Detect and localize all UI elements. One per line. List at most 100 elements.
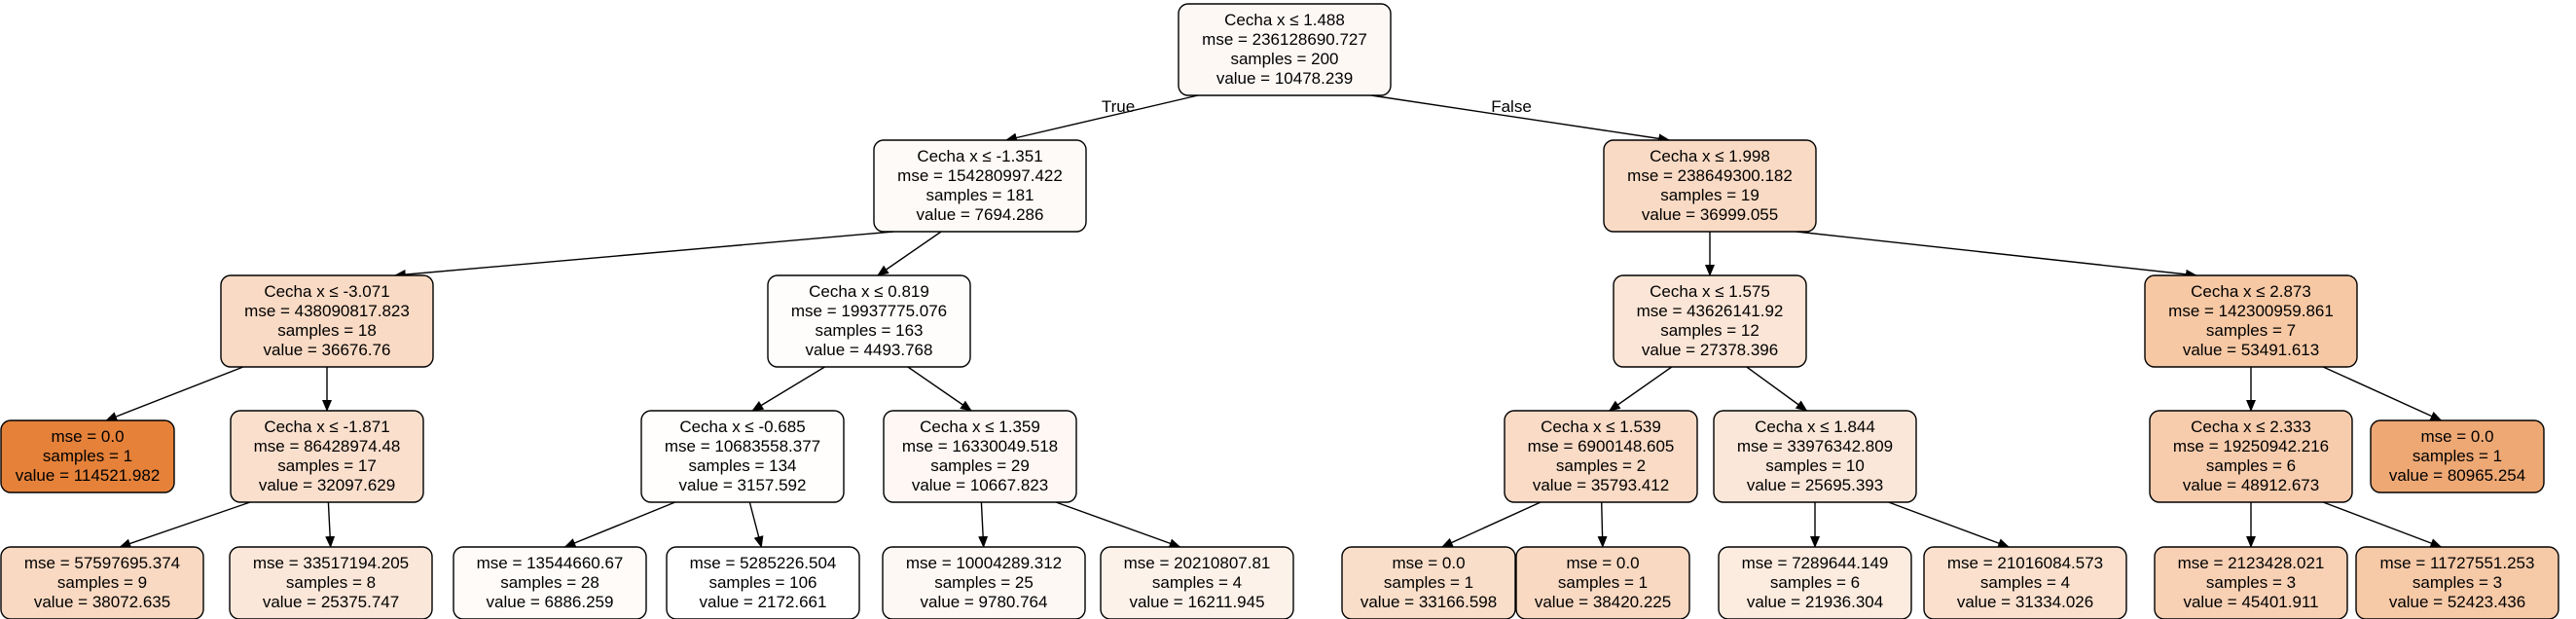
tree-node-line: mse = 86428974.48 xyxy=(254,437,401,455)
tree-node-line: value = 9780.764 xyxy=(921,593,1048,611)
tree-node-line: Cecha x ≤ 1.575 xyxy=(1650,282,1770,301)
tree-edge xyxy=(748,501,764,548)
tree-node-line: mse = 16330049.518 xyxy=(902,437,1058,455)
tree-edge xyxy=(105,366,244,421)
tree-node-line: mse = 20210807.81 xyxy=(1124,554,1271,572)
tree-edge xyxy=(877,231,942,276)
tree-node-line: value = 21936.304 xyxy=(1747,593,1883,611)
tree-node-line: value = 2172.661 xyxy=(700,593,827,611)
tree-edge xyxy=(325,501,336,548)
tree-node-line: mse = 438090817.823 xyxy=(244,302,410,320)
tree-node-line: value = 53491.613 xyxy=(2183,341,2319,359)
tree-node-line: mse = 0.0 xyxy=(2420,427,2493,446)
tree-node-line: value = 36676.76 xyxy=(264,341,391,359)
tree-node-line: Cecha x ≤ 1.998 xyxy=(1650,147,1770,165)
tree-edge xyxy=(1004,94,1199,143)
tree-node-box xyxy=(220,274,434,368)
tree-node-line: mse = 7289644.149 xyxy=(1742,554,1889,572)
tree-node-line: mse = 0.0 xyxy=(1566,554,1639,572)
tree-node-line: samples = 181 xyxy=(925,186,1034,204)
tree-node-line: samples = 7 xyxy=(2206,321,2296,340)
tree-node-line: Cecha x ≤ -1.871 xyxy=(264,418,389,436)
tree-node-box xyxy=(0,546,204,619)
tree-node-line: mse = 10004289.312 xyxy=(906,554,1062,572)
tree-node-line: samples = 1 xyxy=(2413,447,2502,465)
tree-node-line: samples = 3 xyxy=(2413,573,2502,592)
tree-node-line: samples = 10 xyxy=(1765,456,1865,475)
tree-edge xyxy=(907,366,972,412)
tree-node-line: samples = 2 xyxy=(1556,456,1646,475)
tree-node-line: mse = 238649300.182 xyxy=(1627,166,1793,185)
tree-node-box xyxy=(2144,274,2358,368)
tree-node-line: samples = 4 xyxy=(1152,573,1242,592)
tree-node-line: samples = 6 xyxy=(1770,573,1860,592)
tree-node-line: value = 10478.239 xyxy=(1216,69,1353,88)
tree-node-box xyxy=(1100,546,1294,619)
tree-edge xyxy=(978,501,989,548)
tree-node-line: samples = 106 xyxy=(708,573,816,592)
tree-node-box xyxy=(883,410,1077,503)
edge-label-true: True xyxy=(1102,97,1135,116)
tree-node-line: Cecha x ≤ 1.844 xyxy=(1755,418,1875,436)
tree-edge xyxy=(1370,94,1671,144)
tree-node-line: samples = 29 xyxy=(930,456,1030,475)
tree-node-box xyxy=(882,546,1086,619)
tree-node-box xyxy=(1178,3,1392,96)
tree-edge xyxy=(393,231,894,280)
tree-node-line: mse = 10683558.377 xyxy=(665,437,820,455)
tree-node-line: value = 48912.673 xyxy=(2183,476,2319,494)
tree-node-line: samples = 8 xyxy=(286,573,376,592)
tree-node-line: Cecha x ≤ -1.351 xyxy=(917,147,1042,165)
tree-node-box xyxy=(230,410,424,503)
tree-edge xyxy=(1796,231,2197,279)
tree-node-line: Cecha x ≤ 1.488 xyxy=(1224,11,1345,29)
tree-node-line: mse = 154280997.422 xyxy=(897,166,1063,185)
tree-node-line: samples = 3 xyxy=(2206,573,2296,592)
tree-node-line: value = 25375.747 xyxy=(263,593,399,611)
tree-node-line: Cecha x ≤ 1.539 xyxy=(1541,418,1661,436)
tree-node-box xyxy=(1923,546,2127,619)
tree-node-line: samples = 9 xyxy=(57,573,147,592)
tree-node-box xyxy=(2355,546,2559,619)
tree-node-box xyxy=(666,546,860,619)
tree-node-line: Cecha x ≤ -3.071 xyxy=(264,282,389,301)
tree-node-line: value = 16211.945 xyxy=(1129,593,1264,611)
tree-node-line: mse = 0.0 xyxy=(51,427,124,446)
tree-node-line: mse = 2123428.021 xyxy=(2178,554,2325,572)
tree-node-box xyxy=(1515,546,1690,619)
tree-node-line: value = 6886.259 xyxy=(487,593,614,611)
tree-edge xyxy=(1055,501,1181,548)
tree-node-box xyxy=(229,546,433,619)
tree-edge xyxy=(1597,501,1608,548)
tree-node-line: samples = 1 xyxy=(43,447,132,465)
tree-node-line: samples = 4 xyxy=(1980,573,2070,592)
tree-node-box xyxy=(2149,410,2353,503)
tree-node-line: mse = 57597695.374 xyxy=(24,554,180,572)
tree-node-box xyxy=(1603,139,1817,233)
tree-node-line: samples = 134 xyxy=(688,456,796,475)
tree-node-box xyxy=(453,546,647,619)
tree-node-box xyxy=(1504,410,1698,503)
tree-node-line: samples = 163 xyxy=(815,321,923,340)
tree-node-line: samples = 200 xyxy=(1230,50,1338,68)
